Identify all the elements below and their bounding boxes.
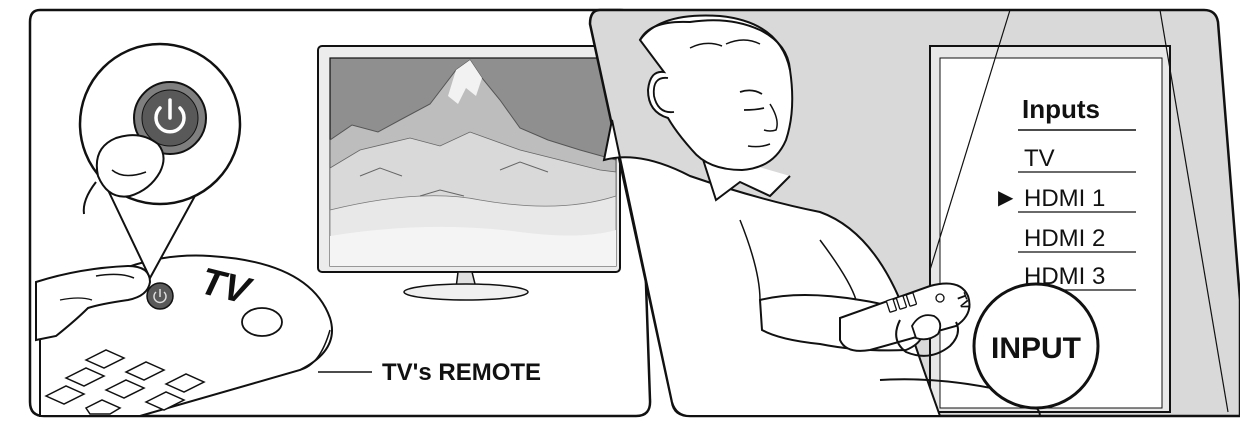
remote-round-button [242, 308, 282, 336]
panel-left: TV TV's REMOTE [30, 10, 650, 416]
remote-caption: TV's REMOTE [382, 359, 541, 386]
tv-base [404, 284, 528, 300]
menu-item-hdmi2: HDMI 2 [1024, 225, 1105, 252]
menu-item-tv: TV [1024, 145, 1055, 172]
menu-selector-icon: ▶ [998, 187, 1014, 209]
menu-item-hdmi1: HDMI 1 [1024, 185, 1105, 212]
television [318, 46, 620, 300]
menu-title: Inputs [1022, 94, 1100, 124]
panel-right: Inputs TV ▶ HDMI 1 HDMI 2 HDMI 3 [590, 10, 1240, 416]
input-button-label: INPUT [991, 332, 1081, 365]
